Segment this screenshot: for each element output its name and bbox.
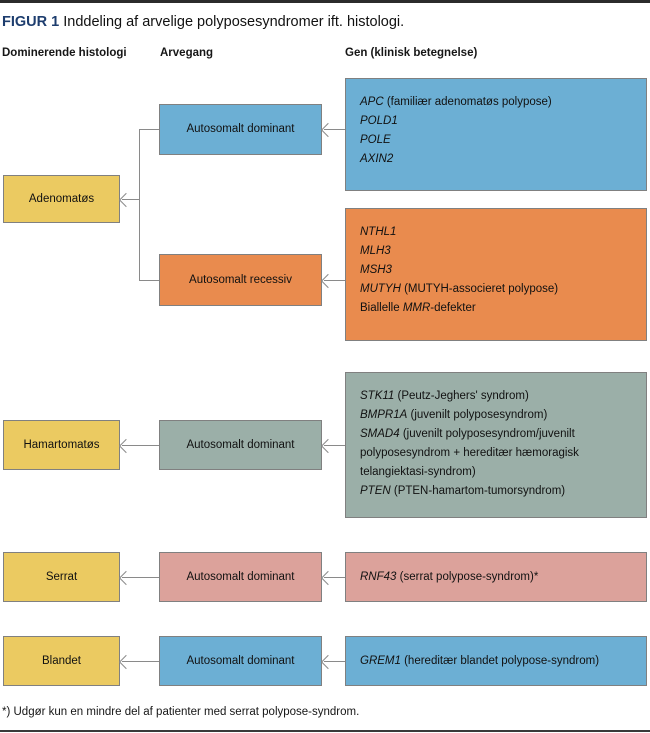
histology-node-label: Hamartomatøs: [23, 438, 100, 451]
arrow-line-gene-dominant: [324, 129, 345, 130]
histology-node-label: Serrat: [45, 570, 78, 583]
bracket-spine-adenomatous: [139, 129, 140, 280]
arrow-head-hamartomatous: [118, 438, 134, 454]
gene-line: PTEN (PTEN-hamartom-tumorsyndrom): [360, 485, 566, 497]
inheritance-node-label: Autosomalt dominant: [186, 654, 295, 667]
inheritance-node-dominant-adenomatous[interactable]: Autosomalt dominant: [159, 104, 322, 155]
arrow-line-blandet: [122, 661, 159, 662]
column-header-inheritance: Arvegang: [160, 47, 214, 59]
figure-footnote: *) Udgør kun en mindre del af patienter …: [2, 706, 360, 718]
gene-box-adenomatous-dominant[interactable]: APC (familiær adenomatøs polypose) POLD1…: [345, 78, 647, 191]
inheritance-node-dominant-blandet[interactable]: Autosomalt dominant: [159, 636, 322, 686]
histology-node-label: Blandet: [41, 654, 81, 667]
inheritance-node-recessive-adenomatous[interactable]: Autosomalt recessiv: [159, 254, 322, 306]
gene-line: Biallelle MMR-defekter: [360, 302, 476, 314]
gene-line: POLE: [360, 134, 391, 146]
top-divider: [0, 0, 650, 3]
arrow-head-gene-serrat: [320, 570, 336, 586]
bracket-stub-dominant: [139, 129, 159, 130]
histology-node-serrat[interactable]: Serrat: [3, 552, 120, 602]
gene-line: GREM1 (hereditær blandet polypose-syndro…: [360, 654, 600, 667]
gene-line: STK11 (Peutz-Jeghers' syndrom): [360, 390, 529, 402]
gene-list: GREM1 (hereditær blandet polypose-syndro…: [360, 652, 599, 671]
inheritance-node-label: Autosomalt dominant: [186, 123, 295, 135]
gene-line: MUTYH (MUTYH-associeret polypose): [360, 283, 559, 295]
bottom-divider: [0, 730, 650, 732]
arrow-line-serrat: [122, 577, 159, 578]
gene-box-adenomatous-recessive[interactable]: NTHL1 MLH3 MSH3 MUTYH (MUTYH-associeret …: [345, 208, 647, 341]
arrow-line-gene-blandet: [324, 661, 345, 662]
gene-line: APC (familiær adenomatøs polypose): [360, 96, 552, 108]
gene-line: RNF43 (serrat polypose-syndrom)*: [360, 570, 539, 583]
arrow-line-hamartomatous: [122, 445, 159, 446]
gene-box-blandet[interactable]: GREM1 (hereditær blandet polypose-syndro…: [345, 636, 647, 686]
gene-list: APC (familiær adenomatøs polypose) POLD1…: [360, 93, 552, 169]
gene-box-hamartomatous[interactable]: STK11 (Peutz-Jeghers' syndrom) BMPR1A (j…: [345, 372, 647, 518]
bracket-stub-recessive: [139, 280, 159, 281]
inheritance-node-dominant-hamartomatous[interactable]: Autosomalt dominant: [159, 420, 322, 470]
gene-box-serrat[interactable]: RNF43 (serrat polypose-syndrom)*: [345, 552, 647, 602]
figure-title: FIGUR 1 Inddeling af arvelige polyposesy…: [2, 13, 404, 31]
arrow-head-blandet: [118, 654, 134, 670]
histology-node-label: Adenomatøs: [28, 192, 95, 205]
histology-node-blandet[interactable]: Blandet: [3, 636, 120, 686]
arrow-head-gene-hamartomatous: [320, 438, 336, 454]
gene-line: SMAD4 (juvenilt polyposesyndrom/juvenilt…: [360, 428, 579, 478]
gene-line: BMPR1A (juvenilt polyposesyndrom): [360, 409, 548, 421]
column-header-genes: Gen (klinisk betegnelse): [345, 47, 478, 59]
gene-line: MLH3: [360, 245, 391, 257]
figure-number: FIGUR 1: [2, 14, 60, 30]
arrow-head-gene-blandet: [320, 654, 336, 670]
arrow-head-gene-recessive: [320, 273, 336, 289]
inheritance-node-label: Autosomalt dominant: [186, 438, 295, 451]
arrow-head-adenomatous: [118, 192, 134, 208]
gene-line: AXIN2: [360, 153, 394, 165]
column-header-histology: Dominerende histologi: [2, 47, 127, 59]
figure-title-text: Inddeling af arvelige polyposesyndromer …: [63, 14, 405, 30]
arrow-line-gene-serrat: [324, 577, 345, 578]
inheritance-node-label: Autosomalt dominant: [186, 570, 295, 583]
arrow-head-serrat: [118, 570, 134, 586]
inheritance-node-dominant-serrat[interactable]: Autosomalt dominant: [159, 552, 322, 602]
inheritance-node-label: Autosomalt recessiv: [189, 273, 292, 286]
histology-node-adenomatos[interactable]: Adenomatøs: [3, 175, 120, 223]
gene-line: NTHL1: [360, 226, 397, 238]
gene-line: POLD1: [360, 115, 398, 127]
gene-list: RNF43 (serrat polypose-syndrom)*: [360, 568, 538, 587]
gene-list: STK11 (Peutz-Jeghers' syndrom) BMPR1A (j…: [360, 387, 636, 501]
arrow-head-gene-dominant: [320, 122, 336, 138]
gene-list: NTHL1 MLH3 MSH3 MUTYH (MUTYH-associeret …: [360, 223, 558, 318]
arrow-line-gene-recessive: [324, 280, 345, 281]
histology-node-hamartomatos[interactable]: Hamartomatøs: [3, 420, 120, 470]
gene-line: MSH3: [360, 264, 392, 276]
arrow-line-gene-hamartomatous: [324, 445, 345, 446]
arrow-line-adenomatous: [122, 199, 139, 200]
